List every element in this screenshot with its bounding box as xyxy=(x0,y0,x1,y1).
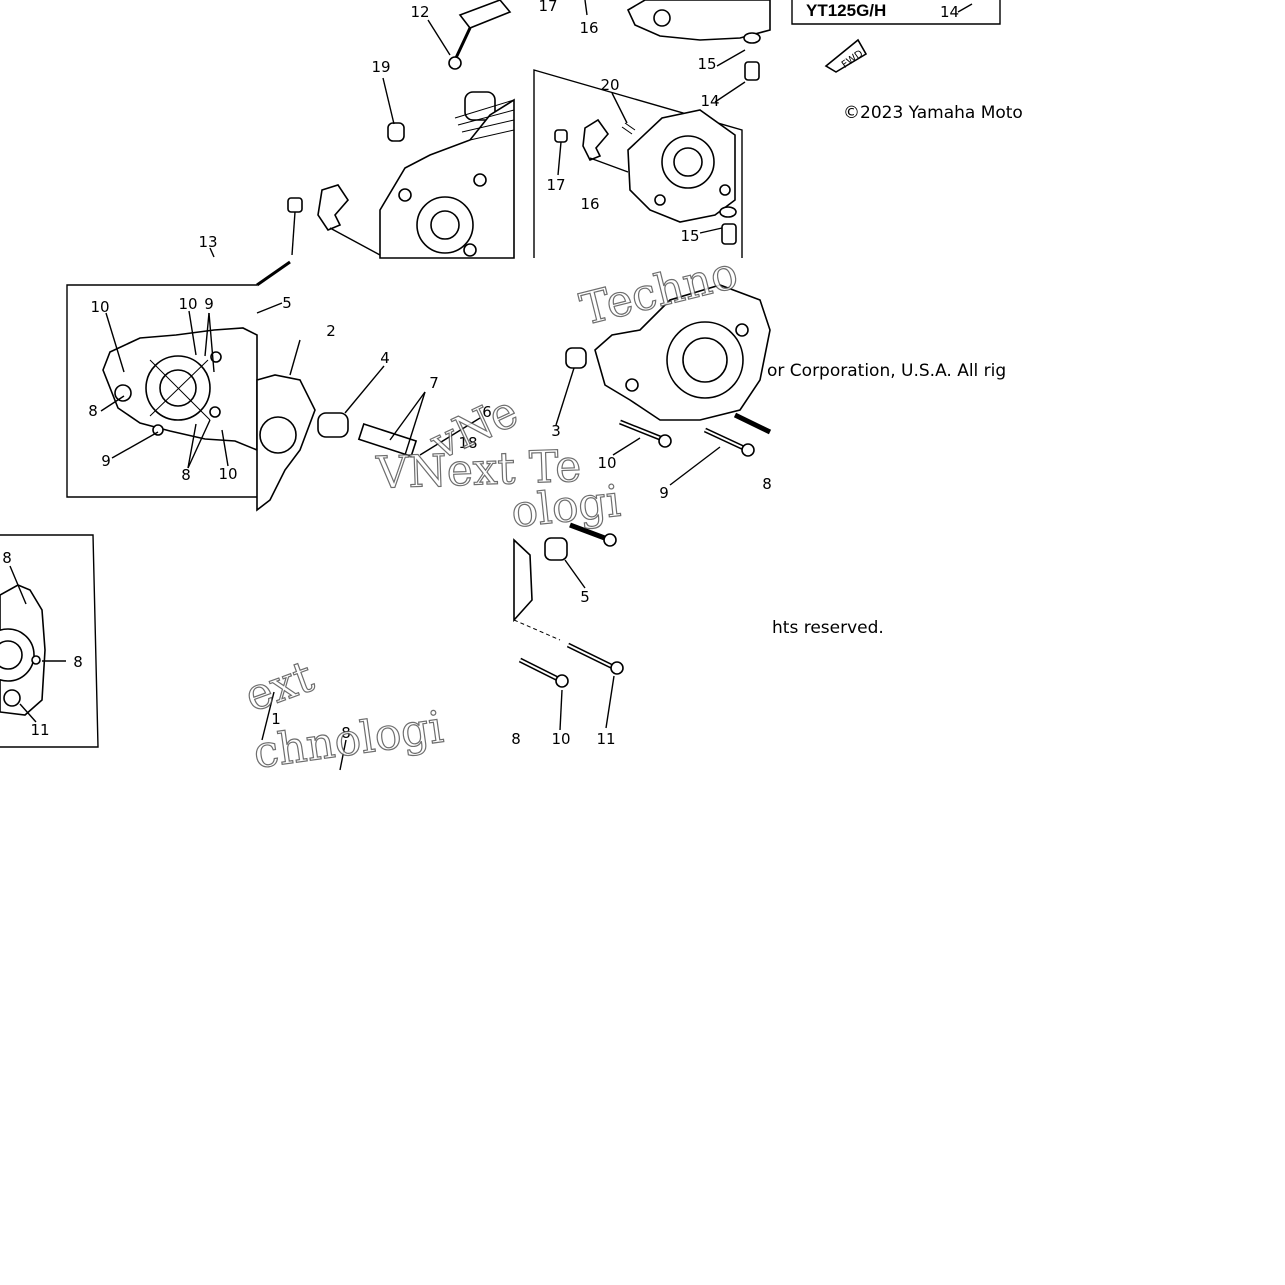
callout-13: 13 xyxy=(198,233,217,251)
callout-17: 17 xyxy=(546,176,565,194)
callout-16: 16 xyxy=(579,19,598,37)
callout-10: 10 xyxy=(218,465,237,483)
callout-15: 15 xyxy=(697,55,716,73)
watermark-text: ologi xyxy=(509,476,623,538)
copyright-text: or Corporation, U.S.A. All rig xyxy=(767,361,1006,381)
callout-17: 17 xyxy=(538,0,557,15)
callout-9: 9 xyxy=(101,452,111,470)
tile-bottom-center: 1 8 ext chnologi xyxy=(238,650,447,779)
copyright-text: ©2023 Yamaha Moto xyxy=(843,103,1023,123)
callout-7: 7 xyxy=(429,374,439,392)
tile-crankcase-right-top: 12 19 xyxy=(287,0,515,259)
tile-top-strip: 17 16 15 14 xyxy=(538,0,771,110)
tile-inset-variant: 20 17 16 15 xyxy=(533,69,743,258)
watermark-text: VNext Te xyxy=(375,441,582,499)
callout-10: 10 xyxy=(597,454,616,472)
callout-10: 10 xyxy=(90,298,109,316)
callout-8: 8 xyxy=(341,724,351,742)
callout-9: 9 xyxy=(659,484,669,502)
callout-3: 3 xyxy=(551,422,561,440)
callout-19: 19 xyxy=(371,58,390,76)
callout-14: 14 xyxy=(700,92,719,110)
callout-15: 15 xyxy=(680,227,699,245)
tile-bottom-left-inset: 8 8 11 xyxy=(0,534,99,748)
tile-shaft-assembly: 5 2 4 7 6 18 VNext Te vNe xyxy=(256,294,583,512)
callout-9: 9 xyxy=(204,295,214,313)
callout-1: 1 xyxy=(271,710,281,728)
watermark-text: ext xyxy=(238,651,320,722)
callout-14: 14 xyxy=(940,3,959,21)
callout-11: 11 xyxy=(596,730,615,748)
callout-2: 2 xyxy=(326,322,336,340)
fwd-arrow-icon: FWD xyxy=(824,38,868,73)
callout-11: 11 xyxy=(30,721,49,739)
copyright-text: hts reserved. xyxy=(772,618,884,638)
tile-crankcase-middle-right: 3 10 9 8 Techno or Corporation, U.S.A. A… xyxy=(551,247,1006,502)
callout-6: 6 xyxy=(482,403,492,421)
callout-8: 8 xyxy=(2,549,12,567)
callout-4: 4 xyxy=(380,349,390,367)
callout-18: 18 xyxy=(458,434,477,452)
callout-5: 5 xyxy=(282,294,292,312)
callout-16: 16 xyxy=(580,195,599,213)
callout-20: 20 xyxy=(600,76,619,94)
model-label: YT125G/H xyxy=(806,1,886,20)
callout-10: 10 xyxy=(178,295,197,313)
callout-8: 8 xyxy=(73,653,83,671)
callout-5: 5 xyxy=(580,588,590,606)
callout-12: 12 xyxy=(410,3,429,21)
callout-10: 10 xyxy=(551,730,570,748)
callout-8: 8 xyxy=(88,402,98,420)
callout-8: 8 xyxy=(181,466,191,484)
tile-model-box: YT125G/H 14 FWD ©2023 Yamaha Moto xyxy=(791,0,1023,123)
callout-8: 8 xyxy=(762,475,772,493)
tile-lower-bolts: 5 10 11 8 ologi hts reserved. xyxy=(508,475,884,748)
tile-crankcase-left: 13 10 10 9 8 9 8 10 xyxy=(66,233,291,498)
callout-8: 8 xyxy=(511,730,521,748)
